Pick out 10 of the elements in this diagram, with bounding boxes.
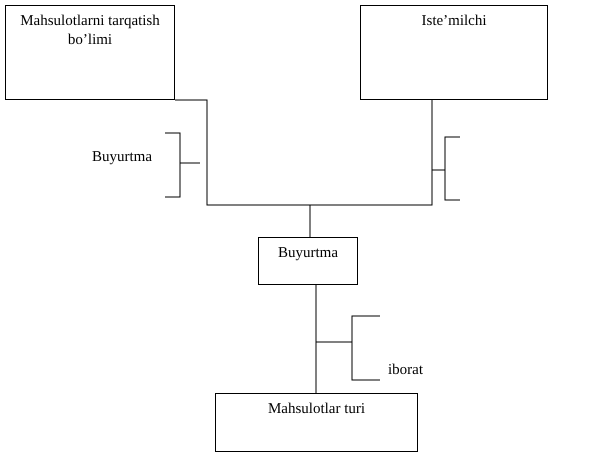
process-box bbox=[258, 237, 358, 285]
edge-label: Buyurtma bbox=[92, 149, 152, 166]
box-label: Mahsulotlar turi bbox=[268, 400, 366, 419]
box-label: Iste’milchi bbox=[422, 12, 486, 31]
process-box bbox=[215, 393, 418, 452]
process-box bbox=[5, 5, 175, 100]
process-box bbox=[360, 5, 548, 100]
connector-line bbox=[310, 100, 432, 238]
box-label: Mahsulotlarni tarqatish bo’limi bbox=[19, 12, 161, 50]
box-label: Buyurtma bbox=[278, 244, 338, 263]
